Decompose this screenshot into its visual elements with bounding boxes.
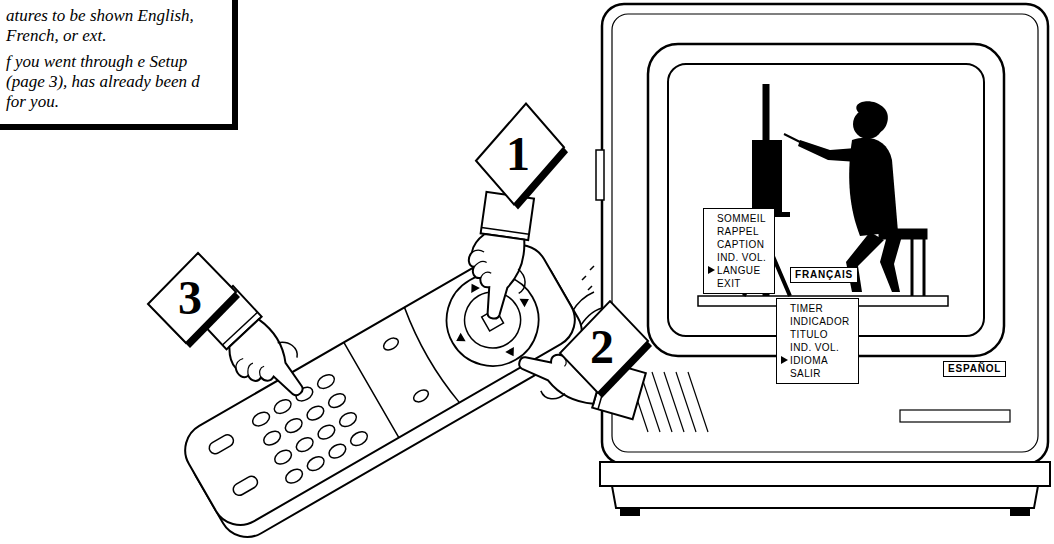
- text: CAPTION: [717, 239, 764, 250]
- note-box: atures to be shown English, French, or e…: [0, 0, 238, 130]
- remote-control-part-part: [315, 372, 337, 391]
- note-text: f you went through e Setup (page 3), has…: [6, 52, 218, 112]
- painter-picture-part: [784, 134, 800, 142]
- painter-picture-part: [752, 140, 782, 212]
- step-card: 1: [468, 98, 568, 210]
- step-card: 2: [552, 296, 652, 398]
- text: atures to be shown English, French, or e…: [6, 6, 194, 45]
- menu-item: LANGUE: [717, 264, 766, 277]
- menu-item: SALIR: [790, 367, 850, 380]
- remote-control-part-part: [327, 441, 349, 460]
- text: TITULO: [790, 329, 828, 340]
- text: IDIOMA: [790, 355, 828, 366]
- remote-control-part-part: [412, 388, 431, 405]
- remote-control-part-part: [294, 435, 316, 454]
- television-part: [668, 64, 984, 336]
- remote-control-part-part: [283, 416, 305, 435]
- painter-picture-part: [846, 232, 884, 292]
- television-part: [602, 4, 1048, 464]
- painter-picture-part: [880, 230, 926, 296]
- selection-marker: [708, 266, 715, 274]
- television-part: [612, 14, 1038, 452]
- remote-control-part-part: [272, 397, 294, 416]
- television-part: [600, 462, 1050, 486]
- remote-control-part-part: [316, 422, 338, 441]
- remote-control-part-part: [326, 391, 348, 410]
- text: SOMMEIL: [717, 213, 766, 224]
- text: IND. VOL.: [790, 342, 839, 353]
- text: LANGUE: [717, 265, 761, 276]
- menu-item: INDICADOR: [790, 315, 850, 328]
- remote-control-part-part: [261, 428, 283, 447]
- text: RAPPEL: [717, 226, 759, 237]
- remote-control-part-part: [283, 466, 305, 485]
- painter-picture-part: [798, 140, 858, 162]
- remote-control-part: [175, 235, 585, 535]
- language-label: FRANÇAIS: [795, 269, 853, 281]
- text: f you went through e Setup (page 3), has…: [6, 52, 200, 111]
- remote-control-part-part: [305, 454, 327, 473]
- menu-item: RAPPEL: [717, 225, 766, 238]
- callout-number: 3: [178, 274, 202, 322]
- menu-item: SOMMEIL: [717, 212, 766, 225]
- remote-control-part-part: [231, 474, 260, 497]
- remote-control-part-part: [337, 410, 359, 429]
- card-face: [476, 104, 564, 205]
- text: 1: [506, 127, 530, 180]
- callout-number: 1: [506, 130, 530, 178]
- television: [596, 4, 1050, 516]
- language-tab: FRANÇAIS: [790, 267, 858, 283]
- note-text: atures to be shown English, French, or e…: [6, 6, 218, 46]
- menu-box: SOMMEIL RAPPEL CAPTION IND. VOL. LANGUE EXIT: [703, 208, 775, 294]
- text: ESPAÑOL: [948, 363, 1001, 374]
- remote-control-part-part: [382, 336, 401, 353]
- menu-item: EXIT: [717, 277, 766, 290]
- menu-item: IND. VOL.: [717, 251, 766, 264]
- motion-marks-part: [572, 292, 594, 312]
- text: 3: [178, 271, 202, 324]
- step-card: 3: [140, 248, 240, 348]
- card-face: [560, 301, 648, 393]
- text: TIMER: [790, 303, 823, 314]
- menu-box: TIMER INDICADOR TITULO IND. VOL. IDIOMA SALIR: [776, 298, 859, 384]
- menu-item: IND. VOL.: [790, 341, 850, 354]
- remote-control-part-part: [348, 429, 370, 448]
- painter-picture: [698, 84, 948, 306]
- text: SALIR: [790, 368, 821, 379]
- television-part: [620, 508, 1030, 516]
- television-part: [596, 150, 604, 200]
- menu-item: TIMER: [790, 302, 850, 315]
- text: INDICADOR: [790, 316, 850, 327]
- card-face: [148, 253, 236, 343]
- selection-marker: [781, 356, 788, 364]
- text: IND. VOL.: [717, 252, 766, 263]
- remote-control-part-part: [250, 409, 272, 428]
- painter-picture-part: [856, 101, 888, 132]
- painter-picture-part: [880, 232, 902, 292]
- remote-control-part-part: [305, 403, 327, 422]
- menu-item: CAPTION: [717, 238, 766, 251]
- text: 2: [590, 320, 614, 373]
- callout-number: 2: [590, 323, 614, 371]
- motion-marks-part: [582, 266, 594, 290]
- pointing-hands-part: [461, 191, 537, 323]
- menu-item: TITULO: [790, 328, 850, 341]
- text: EXIT: [717, 278, 741, 289]
- text: FRANÇAIS: [795, 269, 853, 280]
- language-tab: ESPAÑOL: [943, 361, 1006, 377]
- television-part: [900, 410, 1010, 422]
- remote-control-part: [344, 307, 460, 437]
- pointing-hands: [192, 191, 648, 422]
- remote-control-part-part: [272, 447, 294, 466]
- menu-item: IDIOMA: [790, 354, 850, 367]
- language-label: ESPAÑOL: [948, 363, 1001, 375]
- remote-control: [175, 235, 592, 544]
- television-part: [612, 486, 1038, 508]
- remote-control-part-part: [207, 433, 236, 456]
